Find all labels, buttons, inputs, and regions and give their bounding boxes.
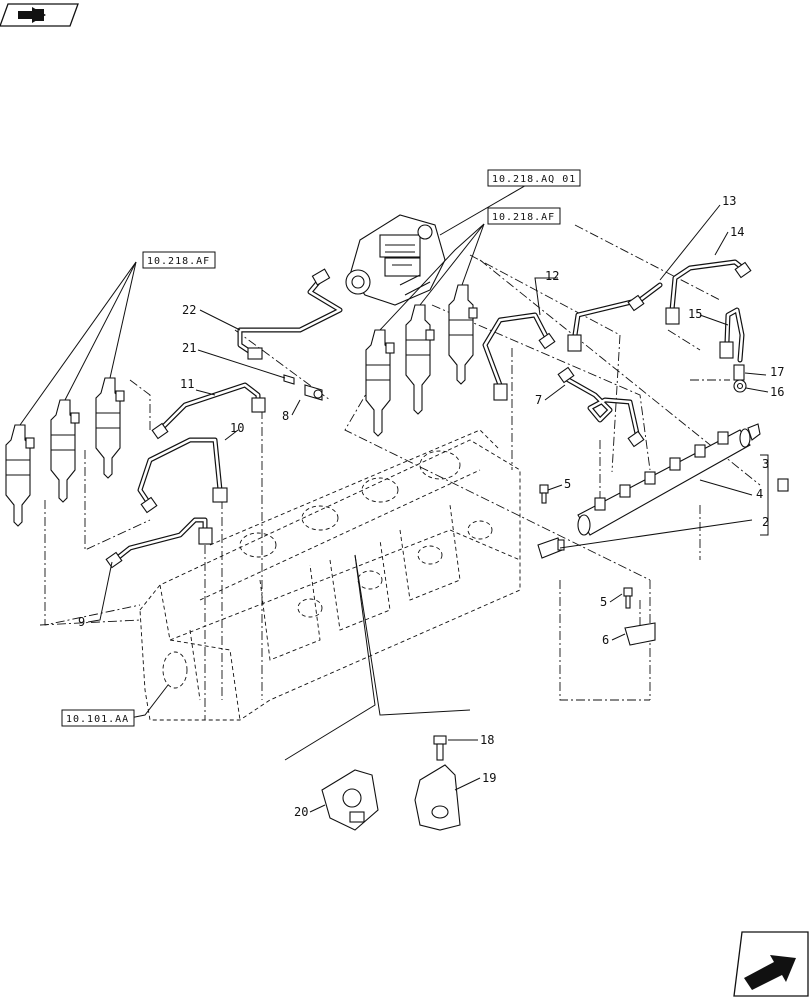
ref-box-injectors-left-label: 10.218.AF — [147, 256, 210, 267]
callout-2: 2 — [762, 515, 769, 529]
callout-15: 15 — [688, 307, 702, 321]
callout-8: 8 — [282, 409, 289, 423]
callout-21: 21 — [182, 341, 196, 355]
fuel-rail — [577, 423, 789, 536]
ref-box-engine-block-label: 10.101.AA — [66, 714, 129, 725]
callout-5-bottom: 5 — [600, 595, 607, 609]
callout-7: 7 — [535, 393, 542, 407]
fuel-pipes — [105, 259, 752, 569]
callout-14: 14 — [730, 225, 744, 239]
callout-5-top: 5 — [564, 477, 571, 491]
callout-6: 6 — [602, 633, 609, 647]
callout-16: 16 — [770, 385, 784, 399]
callout-10: 10 — [230, 421, 244, 435]
callout-9: 9 — [78, 615, 85, 629]
callout-numbers: 2 3 4 5 5 6 7 8 9 10 11 12 13 14 15 16 1… — [78, 194, 784, 819]
ref-box-engine-block[interactable]: 10.101.AA — [61, 709, 135, 727]
ref-box-injectors-left[interactable]: 10.218.AF — [142, 251, 216, 269]
callout-18: 18 — [480, 733, 494, 747]
small-parts — [283, 364, 747, 831]
engine-block — [139, 429, 521, 721]
callout-12: 12 — [545, 269, 559, 283]
ref-box-pump[interactable]: 10.218.AQ 01 — [487, 169, 581, 187]
callout-20: 20 — [294, 805, 308, 819]
high-pressure-pump — [345, 214, 446, 306]
next-page-arrow-icon[interactable] — [733, 931, 809, 997]
callout-17: 17 — [770, 365, 784, 379]
prev-page-arrow-icon[interactable] — [0, 3, 79, 27]
callout-19: 19 — [482, 771, 496, 785]
callout-13: 13 — [722, 194, 736, 208]
ref-box-pump-label: 10.218.AQ 01 — [492, 174, 576, 185]
callout-4: 4 — [756, 487, 763, 501]
injectors-left — [5, 377, 125, 527]
callout-11: 11 — [180, 377, 194, 391]
callout-22: 22 — [182, 303, 196, 317]
ref-box-injectors-right[interactable]: 10.218.AF — [487, 207, 561, 225]
injectors-right — [365, 284, 478, 437]
callout-3: 3 — [762, 457, 769, 471]
ref-box-injectors-right-label: 10.218.AF — [492, 212, 555, 223]
